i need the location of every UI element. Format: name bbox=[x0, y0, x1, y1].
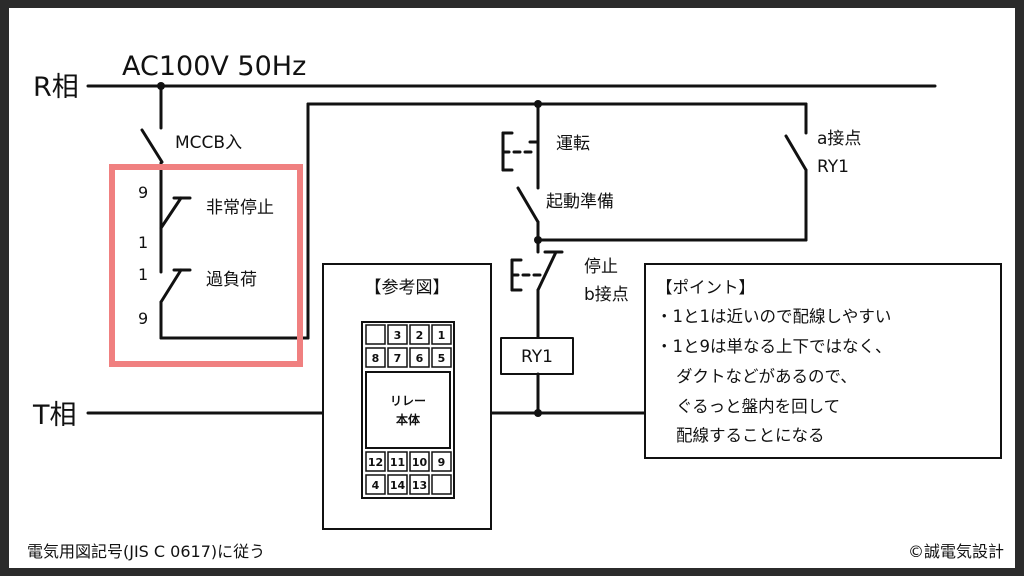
wiring bbox=[86, 84, 937, 415]
r-phase-label: R相 bbox=[33, 72, 79, 103]
overload-label: 過負荷 bbox=[206, 270, 257, 290]
relay-body-label-2: 本体 bbox=[396, 412, 421, 427]
stop-b-contact-label: b接点 bbox=[584, 285, 629, 305]
terminal-es-top: 9 bbox=[138, 183, 148, 202]
mccb-blade bbox=[140, 128, 164, 164]
junction-dot bbox=[534, 236, 542, 244]
es-contact-blade bbox=[159, 196, 183, 230]
relay-terminal-cell bbox=[409, 347, 430, 368]
relay-terminal-cell bbox=[365, 324, 386, 345]
relay-terminal-number: 1 bbox=[438, 329, 446, 342]
footer-standard-note: 電気用図記号(JIS C 0617)に従う bbox=[27, 542, 265, 561]
run-label: 運転 bbox=[556, 134, 590, 154]
relay-terminal-cell bbox=[387, 451, 408, 472]
a-contact-label: a接点 bbox=[817, 129, 861, 149]
relay-terminal-cell bbox=[431, 451, 452, 472]
relay-terminal-cell bbox=[365, 474, 386, 495]
ol-contact-blade bbox=[159, 268, 183, 304]
highlight-box bbox=[109, 164, 303, 367]
relay-terminal-number: 9 bbox=[438, 456, 446, 469]
relay-terminal-cell bbox=[365, 347, 386, 368]
relay-coil-label: RY1 bbox=[521, 347, 553, 367]
relay-body-label: リレー bbox=[390, 394, 426, 408]
relay-terminal-number: 6 bbox=[416, 352, 424, 365]
stop-contact-blade bbox=[536, 250, 558, 292]
start-ready-label: 起動準備 bbox=[546, 192, 614, 212]
relay-terminal-number: 7 bbox=[394, 352, 402, 365]
relay-terminal-cell bbox=[431, 347, 452, 368]
relay-terminal-cell bbox=[387, 474, 408, 495]
point-line-1: ・1と1は近いので配線しやすい bbox=[656, 307, 891, 326]
relay-coil-box bbox=[500, 337, 574, 375]
t-phase-label: T相 bbox=[32, 400, 77, 431]
mccb-label: MCCB入 bbox=[175, 133, 242, 153]
point-line-3: ダクトなどがあるので、 bbox=[676, 367, 857, 386]
relay-terminal-number: 4 bbox=[372, 479, 380, 492]
relay-terminal-number: 5 bbox=[438, 352, 446, 365]
relay-body bbox=[365, 371, 451, 449]
footer-copyright: ©誠電気設計 bbox=[908, 542, 1004, 561]
relay-terminal-cell bbox=[431, 324, 452, 345]
point-line-4: ぐるっと盤内を回して bbox=[676, 397, 840, 416]
relay-terminal-cell bbox=[365, 451, 386, 472]
relay-terminal-number: 14 bbox=[390, 479, 406, 492]
relay-terminal-number: 8 bbox=[372, 352, 380, 365]
a-contact-blade bbox=[784, 134, 808, 172]
relay-socket-grid: リレー 本体 3 2 1 8 7 6 5 12 11 10 9 4 14 13 bbox=[361, 321, 455, 499]
relay-terminal-number: 11 bbox=[390, 456, 405, 469]
relay-terminal-number: 12 bbox=[368, 456, 383, 469]
terminal-ol-top: 1 bbox=[138, 265, 148, 284]
relay-terminal-number: 10 bbox=[412, 456, 428, 469]
reference-title: 【参考図】 bbox=[365, 278, 450, 298]
junctions bbox=[157, 82, 542, 417]
relay-terminal-cell bbox=[387, 347, 408, 368]
point-title: 【ポイント】 bbox=[656, 278, 755, 297]
junction-dot bbox=[157, 82, 165, 90]
junction-dot bbox=[534, 409, 542, 417]
relay-terminal-cell bbox=[387, 324, 408, 345]
reference-figure: 【参考図】 リレー 本体 3 2 1 8 7 6 5 12 11 10 9 4 14 13 bbox=[322, 263, 492, 530]
relay-terminal-number: 13 bbox=[412, 479, 427, 492]
a-contact-relay-label: RY1 bbox=[817, 157, 849, 177]
point-line-2: ・1と9は単なる上下ではなく、 bbox=[656, 337, 892, 356]
junction-dot bbox=[534, 100, 542, 108]
terminal-ol-bottom: 9 bbox=[138, 309, 148, 328]
relay-terminal-number: 2 bbox=[416, 329, 424, 342]
relay-terminal-number: 3 bbox=[394, 329, 402, 342]
point-line-5: 配線することになる bbox=[676, 426, 825, 445]
relay-terminal-cell bbox=[409, 474, 430, 495]
relay-terminal-cell bbox=[431, 474, 452, 495]
point-box bbox=[644, 263, 1002, 459]
emergency-stop-label: 非常停止 bbox=[206, 198, 274, 218]
stop-label: 停止 bbox=[584, 257, 618, 277]
supply-title: AC100V 50Hz bbox=[122, 51, 306, 82]
point-callout: 【ポイント】 ・1と1は近いので配線しやすい ・1と9は単なる上下ではなく、 ダ… bbox=[644, 263, 1002, 459]
start-contact-blade bbox=[516, 186, 540, 224]
terminal-es-bottom: 1 bbox=[138, 233, 148, 252]
relay-terminal-cell bbox=[409, 324, 430, 345]
relay-terminal-cell bbox=[409, 451, 430, 472]
